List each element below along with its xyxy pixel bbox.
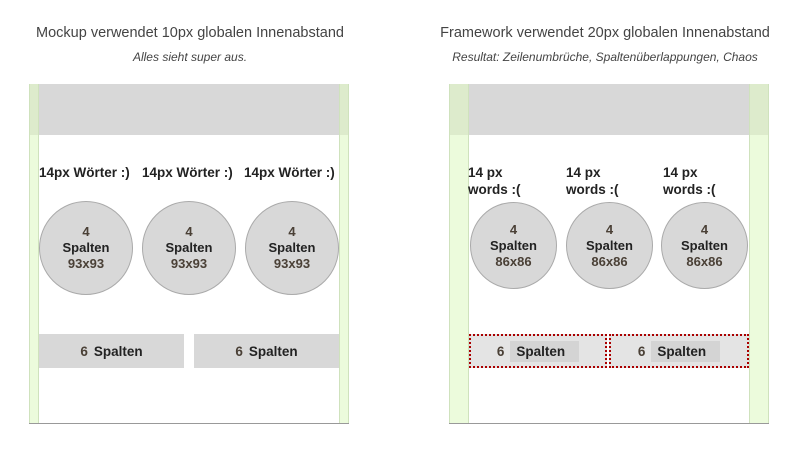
mockup-panel: 14px Wörter :) 14px Wörter :) 14px Wörte…: [29, 84, 349, 424]
left-subtitle: Alles sieht super aus.: [132, 50, 248, 64]
left-gutter: [449, 84, 469, 423]
right-title: Framework verwendet 20px globalen Innena…: [440, 25, 770, 41]
right-gutter: [339, 84, 349, 423]
words-label: 14px Wörter :): [39, 165, 130, 180]
words-label: 14px Wörter :): [244, 165, 335, 180]
left-title: Mockup verwendet 10px globalen Innenabst…: [36, 25, 344, 41]
words-label: 14px Wörter :): [142, 165, 233, 180]
header-block: [39, 84, 339, 135]
left-gutter: [29, 84, 39, 423]
right-gutter: [749, 84, 769, 423]
header-block: [469, 84, 749, 135]
right-subtitle: Resultat: Zeilenumbrüche, Spaltenüberlap…: [452, 50, 758, 64]
